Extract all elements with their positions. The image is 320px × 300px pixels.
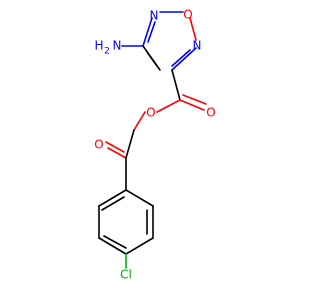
bond-c4-n-top-double [147, 21, 156, 43]
bond-ar4 [125, 237, 154, 255]
molecule-diagram: N O N H 2 N O O O Cl [94, 8, 215, 282]
benzene-ring [98, 189, 154, 255]
ketone-linker [105, 129, 135, 191]
bond-ar3-double [103, 235, 127, 249]
bond-o-n-right [189, 17, 197, 41]
chlorine-label: Cl [120, 268, 132, 282]
ring-o-label: O [183, 8, 192, 22]
ketone-o-label: O [94, 138, 103, 152]
bond-ester-o-ch2 [133, 111, 146, 131]
bond-ar1-double [101, 196, 125, 211]
bond-c4-n-top [142, 17, 153, 47]
amine-n-label: N [113, 39, 122, 53]
bond-carbonyl-o-double [182, 94, 207, 105]
carbonyl-o-label: O [206, 106, 215, 120]
bond-carbonyl-ester-o [156, 99, 181, 113]
bond-n-right-c3-double [171, 49, 191, 67]
bond-ar6 [125, 189, 154, 207]
furazan-ring [142, 11, 197, 71]
amine-sub-label: 2 [104, 47, 110, 57]
bond-carbonyl-o [179, 99, 205, 111]
ring-n-top-label: N [150, 9, 159, 23]
ester-group [133, 69, 207, 131]
bond-ketone-o-double [105, 141, 125, 153]
ester-o-label: O [146, 106, 155, 120]
bond-ch2-ketone [125, 129, 135, 159]
bond-c3-carbonyl [171, 69, 181, 101]
amine-label: H 2 N [94, 39, 121, 57]
bond-ar3 [98, 237, 127, 255]
bond-n-right-c3 [171, 47, 197, 71]
bond-ketone-o [107, 147, 127, 159]
bond-c4-c3-double [146, 51, 158, 67]
amine-h-label: H [94, 39, 103, 53]
bond-ar1 [98, 189, 127, 207]
ring-n-right-label: N [193, 39, 202, 53]
